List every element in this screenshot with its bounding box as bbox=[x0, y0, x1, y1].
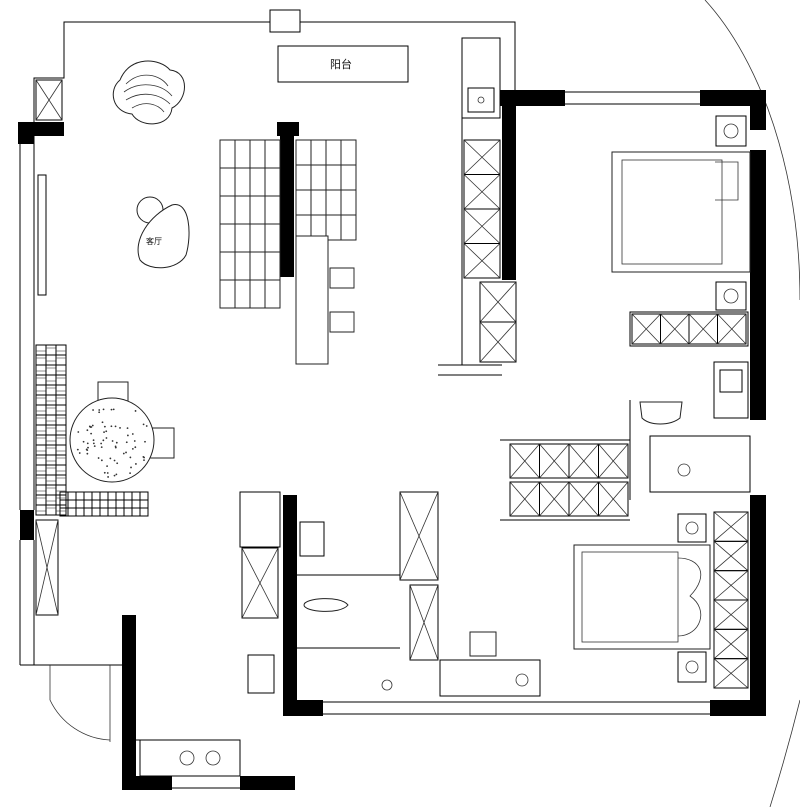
sofa-cushion bbox=[234, 167, 251, 197]
sofa-cushion bbox=[340, 139, 357, 166]
sofa-cushion bbox=[325, 189, 342, 216]
storage-box bbox=[479, 321, 517, 363]
sofa-cushion bbox=[234, 251, 251, 281]
desk bbox=[439, 659, 541, 697]
balcony-cabinet bbox=[461, 37, 501, 119]
kitchen bbox=[136, 491, 281, 777]
sofa-cushion bbox=[219, 223, 236, 253]
bathroom-2 bbox=[639, 361, 751, 493]
wardrobe-cell bbox=[598, 481, 629, 517]
sofa-cushion bbox=[325, 139, 342, 166]
island-counter bbox=[295, 235, 329, 365]
sofa-cushion bbox=[264, 279, 281, 309]
wardrobe-horizontal bbox=[509, 443, 629, 517]
bar-stool-2 bbox=[329, 311, 355, 333]
bedroom-2 bbox=[573, 511, 749, 689]
bedroom-1 bbox=[611, 115, 751, 347]
sofa-cushion bbox=[264, 139, 281, 169]
sofa-cushion bbox=[234, 139, 251, 169]
bar-stool-1 bbox=[329, 267, 355, 289]
wardrobe-cell bbox=[713, 658, 749, 689]
sofa-cushion bbox=[264, 223, 281, 253]
storage-column-lower bbox=[479, 281, 517, 363]
sofa-cushion bbox=[219, 139, 236, 169]
bathroom-1 bbox=[297, 491, 439, 691]
sofa-cushion bbox=[340, 189, 357, 216]
living-room-label: 客厅 bbox=[146, 236, 162, 246]
balcony-sink bbox=[467, 87, 495, 113]
desk-chair bbox=[469, 631, 497, 657]
sofa-cushion bbox=[340, 214, 357, 241]
sofa-cushion bbox=[264, 167, 281, 197]
lounge-chair bbox=[112, 60, 185, 125]
balcony-label: 阳台 bbox=[330, 57, 352, 71]
sofa-cushion bbox=[264, 195, 281, 225]
sofa-cushion bbox=[340, 164, 357, 191]
dining-set bbox=[69, 381, 175, 483]
top-window bbox=[269, 9, 301, 33]
wardrobe-cell bbox=[598, 443, 629, 479]
sofa-cushion bbox=[310, 139, 327, 166]
sofa-cushion bbox=[249, 279, 266, 309]
sofa-cushion bbox=[219, 251, 236, 281]
sofa bbox=[219, 139, 357, 309]
sofa-cushion bbox=[219, 195, 236, 225]
sofa-cushion bbox=[264, 251, 281, 281]
corner-cabinet bbox=[35, 79, 63, 121]
sofa-cushion bbox=[249, 251, 266, 281]
balcony-label-frame bbox=[277, 45, 409, 83]
exterior-walls bbox=[18, 90, 766, 790]
sofa-cushion bbox=[249, 167, 266, 197]
storage-column bbox=[463, 139, 501, 279]
outline-walls bbox=[19, 21, 710, 789]
sofa-cushion bbox=[310, 189, 327, 216]
storage-box bbox=[463, 243, 501, 279]
sofa-cushion bbox=[249, 195, 266, 225]
sofa-cushion bbox=[234, 223, 251, 253]
site-boundary-arc-lower bbox=[769, 699, 800, 807]
sofa-cushion bbox=[295, 139, 312, 166]
dining-table bbox=[69, 397, 155, 483]
entry-cabinet bbox=[35, 519, 59, 616]
coffee-table bbox=[137, 204, 190, 269]
checkered-strip bbox=[35, 344, 149, 517]
sofa-cushion bbox=[234, 195, 251, 225]
sofa-cushion bbox=[234, 279, 251, 309]
tv-unit bbox=[37, 174, 47, 296]
site-boundary-arc bbox=[704, 0, 800, 301]
sofa-cushion bbox=[295, 189, 312, 216]
wardrobe-cell bbox=[717, 313, 747, 345]
sofa-cushion bbox=[219, 279, 236, 309]
entry-door bbox=[49, 665, 111, 741]
sofa-cushion bbox=[249, 223, 266, 253]
sofa-cushion bbox=[249, 139, 266, 169]
sofa-cushion bbox=[219, 167, 236, 197]
sofa-cushion bbox=[310, 164, 327, 191]
sofa-cushion bbox=[295, 164, 312, 191]
sofa-cushion bbox=[325, 164, 342, 191]
